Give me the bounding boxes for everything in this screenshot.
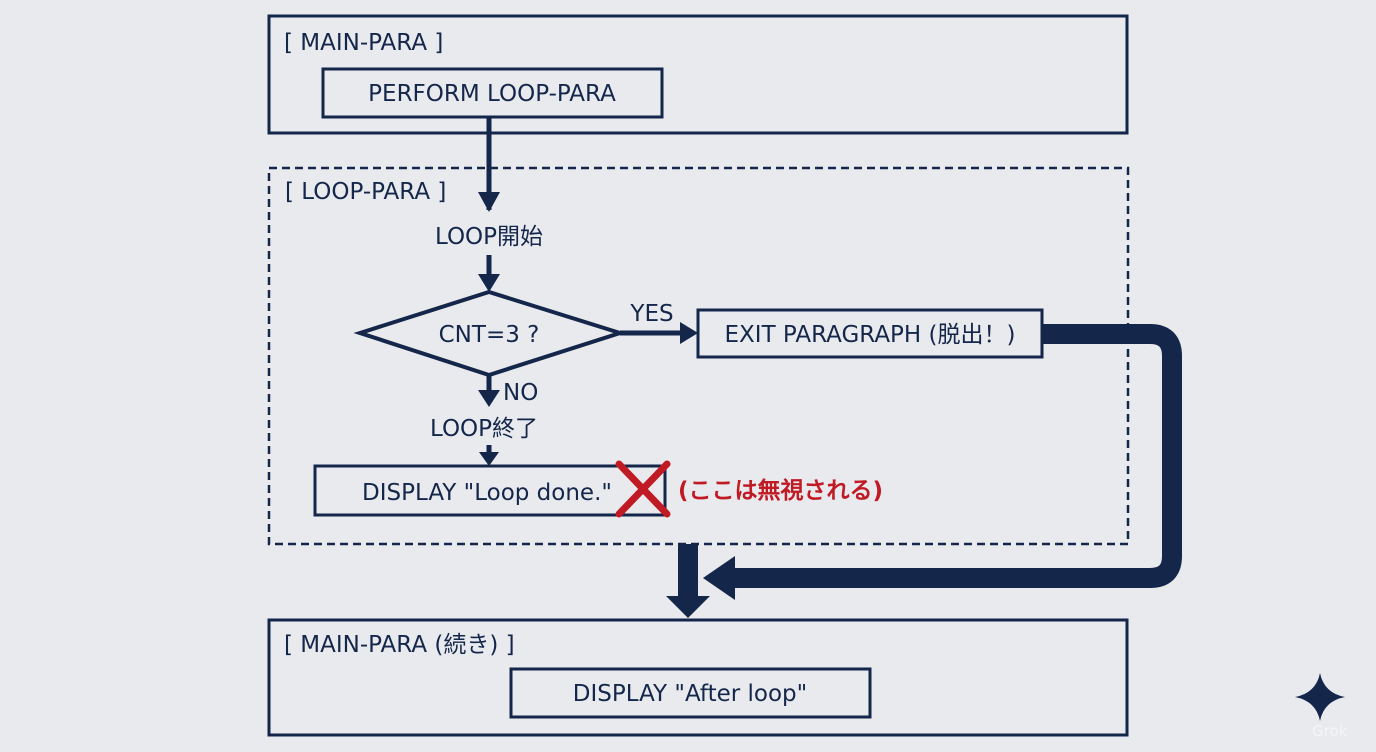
condition-label: CNT=3 ? xyxy=(439,322,540,348)
main-para-cont-title: [ MAIN-PARA (続き) ] xyxy=(284,632,515,658)
no-label: NO xyxy=(503,380,538,406)
loop-start-label: LOOP開始 xyxy=(435,224,543,250)
perform-label: PERFORM LOOP-PARA xyxy=(368,81,616,107)
loop-para-box xyxy=(267,166,1130,546)
main-para-box xyxy=(267,14,1129,135)
perform-box xyxy=(321,67,664,119)
loop-para-title: [ LOOP-PARA ] xyxy=(285,179,446,205)
main-para-cont-box xyxy=(267,618,1129,737)
arrowhead-perform xyxy=(478,192,500,212)
sparkle-icon xyxy=(1295,673,1345,721)
display-after-loop-label: DISPLAY "After loop" xyxy=(573,681,807,707)
exit-jump-arrowhead xyxy=(703,556,735,600)
cross-icon xyxy=(615,460,671,518)
thick-down-arrowhead xyxy=(666,596,710,618)
arrowhead-yes xyxy=(680,322,698,344)
display-loop-done-label: DISPLAY "Loop done." xyxy=(362,480,612,506)
loop-end-label: LOOP終了 xyxy=(430,416,538,442)
ignored-note: (ここは無視される) xyxy=(678,478,883,504)
thick-down-arrow-shaft xyxy=(678,544,698,598)
arrowhead-display xyxy=(479,452,499,466)
exit-paragraph-label: EXIT PARAGRAPH (脱出！) xyxy=(725,322,1016,348)
arrowhead-cond xyxy=(478,274,500,292)
exit-jump-path xyxy=(730,324,1182,588)
main-para-title: [ MAIN-PARA ] xyxy=(284,30,443,56)
watermark: Grok xyxy=(1312,722,1348,740)
yes-label: YES xyxy=(629,301,673,327)
display-after-loop-box xyxy=(509,667,872,719)
display-loop-done-box xyxy=(313,464,667,517)
arrowhead-no xyxy=(478,390,500,407)
